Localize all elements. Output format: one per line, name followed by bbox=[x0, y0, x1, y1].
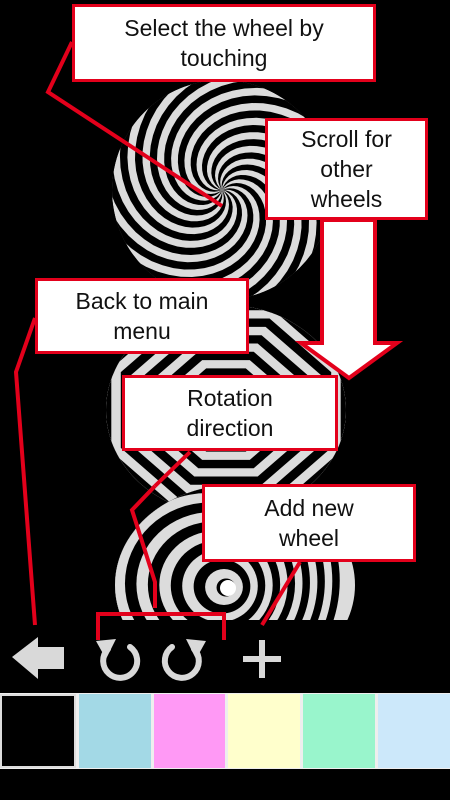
scroll-down-arrow bbox=[294, 218, 404, 381]
callout-scroll-text: Scroll for other wheels bbox=[301, 126, 392, 212]
color-swatch-pink[interactable] bbox=[153, 694, 226, 768]
callout-select-wheel: Select the wheel by touching bbox=[72, 4, 376, 82]
callout-rotation-text: Rotation direction bbox=[186, 385, 274, 441]
callout-add-wheel: Add new wheel bbox=[202, 484, 416, 562]
rotate-counterclockwise-icon[interactable] bbox=[96, 639, 141, 681]
color-palette bbox=[0, 693, 450, 769]
back-arrow-icon[interactable] bbox=[12, 637, 64, 679]
color-swatch-blue[interactable] bbox=[78, 694, 151, 768]
callout-leaders bbox=[13, 41, 302, 640]
color-swatch-green[interactable] bbox=[303, 694, 376, 768]
plus-icon[interactable] bbox=[243, 640, 281, 678]
color-swatch-black[interactable] bbox=[0, 694, 76, 768]
callout-back: Back to main menu bbox=[35, 278, 249, 354]
callout-select-text: Select the wheel by touching bbox=[124, 15, 324, 71]
color-swatch-lightblue[interactable] bbox=[378, 694, 450, 768]
callout-scroll: Scroll for other wheels bbox=[265, 118, 428, 220]
callout-rotation: Rotation direction bbox=[122, 375, 338, 451]
rotate-clockwise-icon[interactable] bbox=[161, 639, 206, 681]
callout-back-text: Back to main menu bbox=[75, 288, 209, 344]
callout-add-text: Add new wheel bbox=[264, 495, 354, 551]
color-swatch-yellow[interactable] bbox=[228, 694, 301, 768]
